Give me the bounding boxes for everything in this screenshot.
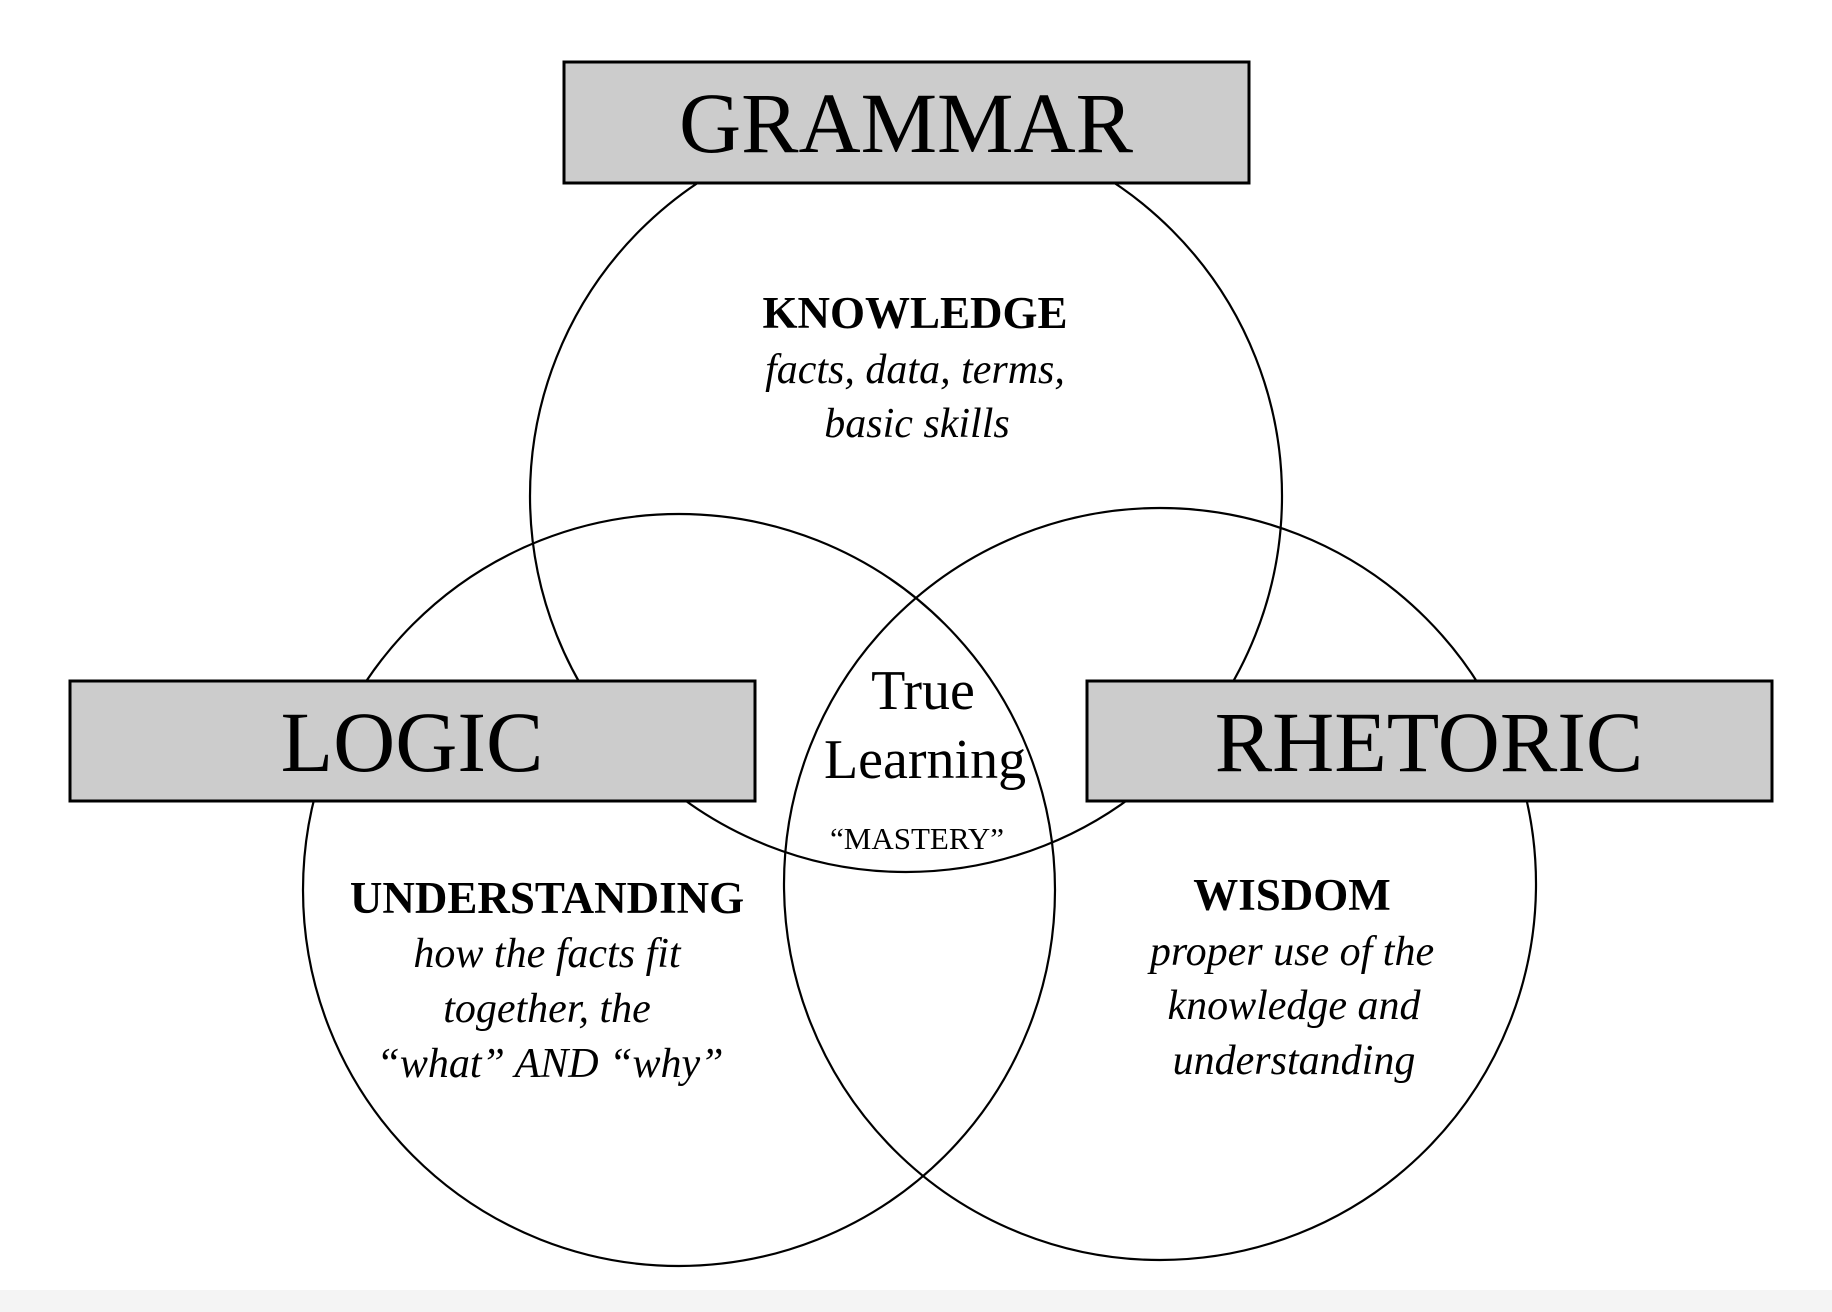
center-line: True [871,660,975,722]
wisdom-heading: WISDOM [1193,870,1391,920]
grammar-box: GRAMMAR [562,60,1251,185]
understanding-heading: UNDERSTANDING [350,873,744,923]
rhetoric-circle [782,506,1538,1262]
wisdom-line: knowledge and [1167,983,1421,1029]
mastery-label: “MASTERY” [830,821,1004,856]
grammar-label: GRAMMAR [679,75,1134,171]
knowledge-line: basic skills [824,401,1010,447]
rhetoric-box: RHETORIC [1085,679,1774,803]
knowledge-heading: KNOWLEDGE [762,288,1067,338]
understanding-line: “what” AND “why” [376,1041,723,1087]
logic-label: LOGIC [281,694,544,790]
logic-box: LOGIC [68,679,757,803]
logic-circle [301,512,1057,1268]
center-line: Learning [824,729,1026,791]
understanding-line: together, the [443,986,651,1032]
wisdom-line: proper use of the [1147,929,1434,975]
rhetoric-label: RHETORIC [1215,694,1643,790]
bottom-strip [0,1290,1832,1312]
knowledge-line: facts, data, terms, [765,347,1065,393]
understanding-line: how the facts fit [413,931,681,977]
wisdom-line: understanding [1173,1038,1416,1084]
